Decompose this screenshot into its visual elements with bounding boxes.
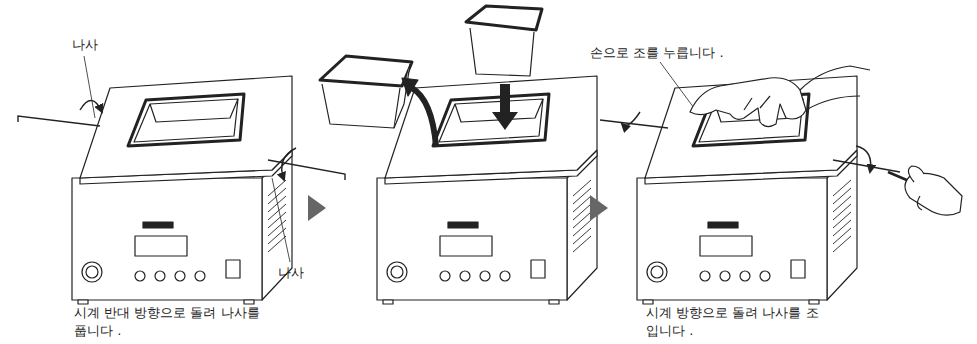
part-label: 나사 [278, 264, 338, 282]
step-caption: 시계 방향으로 돌려 나사를 조입니다 . [646, 304, 826, 340]
note-label: 손으로 조를 누릅니다 . [590, 44, 790, 62]
step-caption: 시계 반대 방향으로 돌려 나사를 풉니다 . [74, 304, 270, 340]
part-label: 나사 [72, 36, 132, 54]
